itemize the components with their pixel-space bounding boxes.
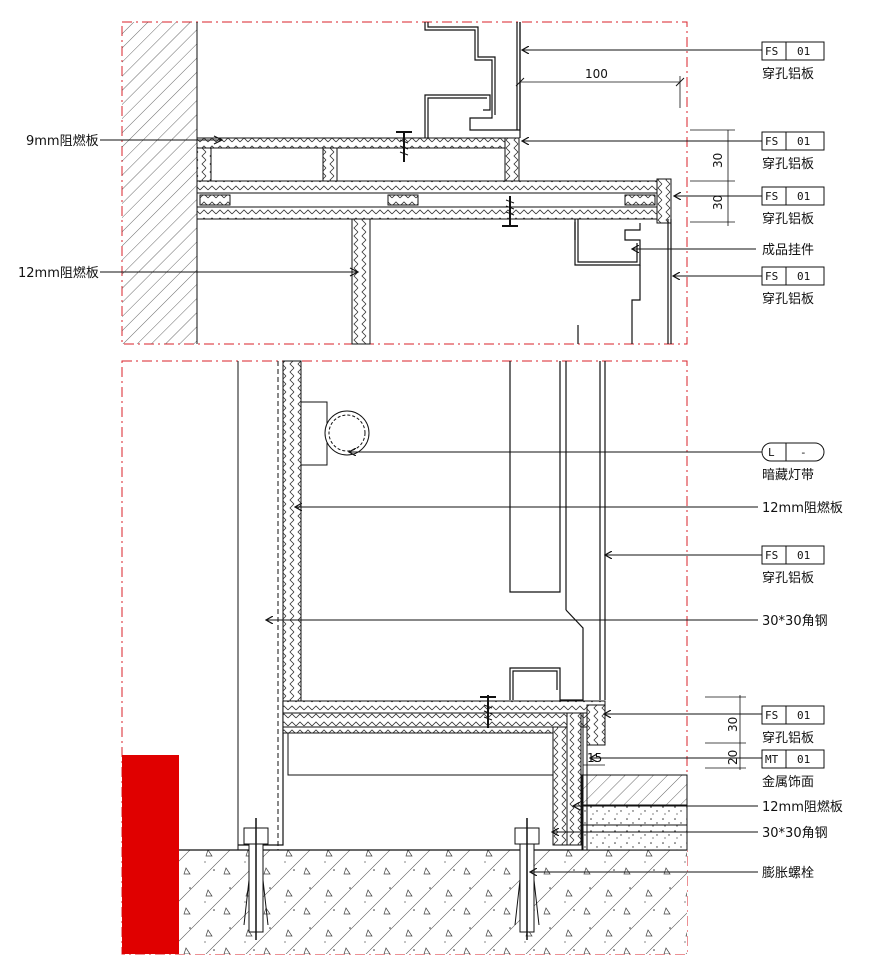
callout-num: 01 (797, 709, 810, 722)
callout-bot-bolt: 膨胀螺栓 (530, 866, 814, 881)
top-stiffener (322, 147, 338, 182)
bottom-recess (287, 732, 554, 776)
callout-text: 金属饰面 (762, 774, 814, 790)
callout-bot-12mm-b: 12mm阻燃板 (573, 799, 843, 815)
callout-bot-fs1: FS 01 穿孔铝板 (605, 545, 825, 586)
callout-text: 12mm阻燃板 (762, 500, 843, 516)
callout-bot-mt: MT 01 金属饰面 (590, 749, 825, 790)
callout-num: 01 (797, 270, 810, 283)
top-board-lower (196, 180, 658, 194)
screw-icon (502, 196, 518, 227)
callout-code: FS (765, 135, 778, 148)
top-board-lower-2 (196, 206, 658, 220)
callout-num: 01 (797, 753, 810, 766)
callout-bot-light: L - 暗藏灯带 (349, 442, 825, 483)
dim-label: 30 (726, 717, 740, 732)
callout-text: 穿孔铝板 (762, 66, 814, 82)
dim-100: 100 (515, 67, 685, 108)
callout-text: 穿孔铝板 (762, 570, 814, 586)
dim-label: 20 (726, 750, 740, 765)
callout-bot-angle-a: 30*30角钢 (266, 614, 828, 629)
callout-num: - (800, 446, 807, 459)
callout-top-fs1: FS 01 穿孔铝板 (522, 41, 825, 82)
floor-slab (179, 850, 687, 954)
callout-top-fs3: FS 01 穿孔铝板 (674, 186, 825, 227)
callout-bot-12mm-a: 12mm阻燃板 (295, 500, 843, 516)
top-board-12mm (351, 218, 371, 345)
top-hanger-profile (574, 219, 672, 344)
bottom-alu-profile (509, 361, 606, 701)
callout-code: FS (765, 45, 778, 58)
callout-code: FS (765, 549, 778, 562)
callout-text: 30*30角钢 (762, 614, 828, 629)
red-block (122, 755, 179, 954)
callout-text: 30*30角钢 (762, 826, 828, 841)
callout-code: FS (765, 190, 778, 203)
top-stiffener (504, 137, 520, 182)
light-housing (300, 401, 328, 466)
screw-icon (396, 131, 412, 162)
callout-top-fs2: FS 01 穿孔铝板 (522, 131, 825, 172)
floor-finish-stone (581, 804, 688, 851)
top-frame (121, 21, 688, 345)
screw-icon (480, 695, 496, 728)
bottom-board-h2 (282, 712, 606, 728)
dim-label: 100 (585, 67, 608, 81)
callout-text: 穿孔铝板 (762, 730, 814, 746)
top-end-cap (656, 178, 672, 224)
callout-code: L (768, 446, 775, 459)
expansion-bolt-icon (243, 818, 269, 940)
top-wall-hatch (122, 22, 197, 344)
callout-num: 01 (797, 549, 810, 562)
bottom-detail: 30 20 15 (121, 360, 746, 955)
callout-num: 01 (797, 135, 810, 148)
dim-bottom: 30 20 15 (583, 695, 746, 770)
callout-text: 12mm阻燃板 (18, 265, 99, 281)
callout-code: FS (765, 270, 778, 283)
top-alu-profile (424, 22, 521, 138)
dim-label: 30 (711, 195, 725, 210)
callout-text: 穿孔铝板 (762, 156, 814, 172)
callout-text: 成品挂件 (762, 243, 814, 258)
top-detail: 100 30 30 (121, 21, 735, 345)
floor-finish (581, 774, 688, 806)
bottom-board-12mm (282, 360, 302, 702)
callout-bot-angle-b: 30*30角钢 (552, 826, 828, 841)
dim-label: 30 (711, 153, 725, 168)
callout-text: 穿孔铝板 (762, 211, 814, 227)
callout-text: 12mm阻燃板 (762, 799, 843, 815)
callout-num: 01 (797, 45, 810, 58)
callout-text: 暗藏灯带 (762, 468, 814, 483)
callout-top-9mm: 9mm阻燃板 (26, 133, 224, 149)
callout-text: 穿孔铝板 (762, 291, 814, 307)
dim-30-30: 30 30 (690, 129, 735, 226)
bottom-board-h (282, 700, 606, 714)
callout-top-hanger: 成品挂件 (632, 243, 814, 258)
callout-code: MT (765, 753, 779, 766)
callout-top-12mm: 12mm阻燃板 (18, 265, 360, 281)
top-stiffener (196, 147, 212, 182)
callout-code: FS (765, 709, 778, 722)
callout-text: 膨胀螺栓 (762, 866, 814, 881)
expansion-bolt-icon (514, 818, 540, 940)
callout-bot-fs2: FS 01 穿孔铝板 (604, 705, 825, 746)
callout-num: 01 (797, 190, 810, 203)
light-tube-icon (324, 410, 370, 456)
callout-top-fs4: FS 01 穿孔铝板 (673, 266, 825, 307)
top-board-9mm (196, 137, 520, 149)
callout-text: 9mm阻燃板 (26, 133, 99, 149)
